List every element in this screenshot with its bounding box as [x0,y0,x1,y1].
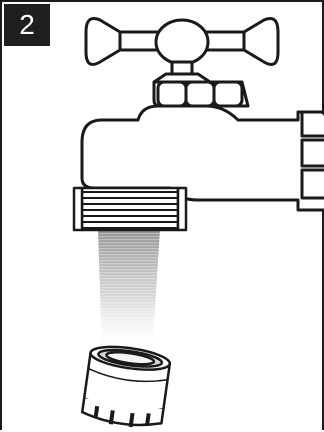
step-number-badge: 2 [4,4,50,46]
packing-nut [152,60,250,108]
threaded-spout [72,186,188,232]
water-stream [98,230,160,354]
faucet-handle [84,17,280,66]
aerator [80,345,172,428]
